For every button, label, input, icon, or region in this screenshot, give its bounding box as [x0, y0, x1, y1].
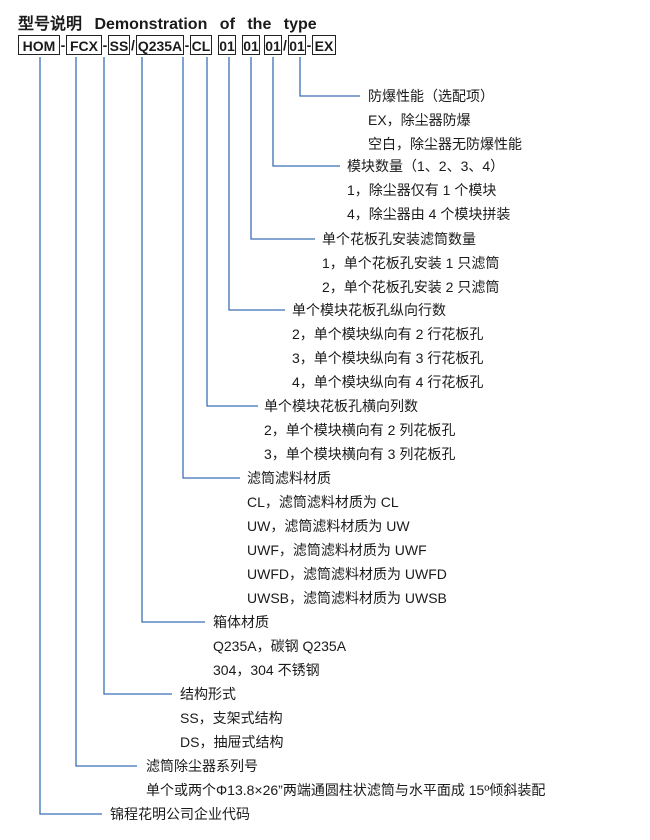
group-item: 4，单个模块纵向有 4 行花板孔: [292, 374, 484, 390]
group-label-cartridges: 单个花板孔安装滤筒数量: [322, 231, 476, 247]
code-segment-filter-material: CL: [190, 35, 212, 55]
code-segment-series: FCX: [66, 35, 102, 55]
connector-structure: [103, 57, 172, 695]
group-item: 空白，除尘器无防爆性能: [368, 136, 522, 152]
group-item: 单个或两个Φ13.8×26”两端通圆柱状滤筒与水平面成 15º倾斜装配: [146, 782, 546, 798]
group-item: 4，除尘器由 4 个模块拼装: [347, 206, 511, 222]
code-separator: -: [60, 37, 66, 53]
group-label-explosion-proof: 防爆性能（选配项）: [368, 88, 494, 104]
connector-filter-material: [182, 57, 240, 479]
code-segment-cartridges: 01: [264, 35, 282, 55]
connector-columns: [206, 57, 258, 407]
code-separator: -: [306, 37, 312, 53]
group-item: UW，滤筒滤料材质为 UW: [247, 518, 410, 534]
code-segment-rows: 01: [242, 35, 260, 55]
group-item: 304，304 不锈钢: [213, 662, 320, 678]
group-item: EX，除尘器防爆: [368, 112, 471, 128]
connector-box-material: [141, 57, 205, 623]
group-item: 2，单个模块横向有 2 列花板孔: [264, 422, 456, 438]
connector-company: [39, 57, 102, 815]
group-item: CL，滤筒滤料材质为 CL: [247, 494, 399, 510]
group-label-structure: 结构形式: [180, 686, 236, 702]
code-separator: /: [283, 37, 287, 53]
connector-series: [75, 57, 137, 767]
group-item: 2，单个花板孔安装 2 只滤筒: [322, 279, 500, 295]
code-segment-company: HOM: [18, 35, 60, 55]
code-separator: -: [184, 37, 190, 53]
code-separator: -: [102, 37, 108, 53]
group-item: UWSB，滤筒滤料材质为 UWSB: [247, 590, 447, 606]
group-item: 3，单个模块纵向有 3 行花板孔: [292, 350, 484, 366]
group-label-columns: 单个模块花板孔横向列数: [264, 398, 418, 414]
connector-cartridges: [250, 57, 315, 240]
group-label-rows: 单个模块花板孔纵向行数: [292, 302, 446, 318]
code-segment-box-material: Q235A: [136, 35, 184, 55]
group-item: 1，除尘器仅有 1 个模块: [347, 182, 497, 198]
connector-rows: [228, 57, 285, 311]
group-label-modules: 模块数量（1、2、3、4）: [347, 158, 505, 174]
code-segment-columns: 01: [218, 35, 236, 55]
group-item: 1，单个花板孔安装 1 只滤筒: [322, 255, 500, 271]
group-item: UWFD，滤筒滤料材质为 UWFD: [247, 566, 447, 582]
diagram-title: 型号说明 Demonstration of the type: [18, 16, 317, 33]
group-item: SS，支架式结构: [180, 710, 283, 726]
group-label-company: 锦程花明公司企业代码: [110, 806, 250, 822]
group-label-box-material: 箱体材质: [213, 614, 269, 630]
group-item: Q235A，碳钢 Q235A: [213, 638, 347, 654]
group-item: 3，单个模块横向有 3 列花板孔: [264, 446, 456, 462]
code-segment-modules: 01: [288, 35, 306, 55]
group-label-filter-material: 滤筒滤料材质: [247, 470, 331, 486]
group-label-series: 滤筒除尘器系列号: [146, 758, 258, 774]
code-separator: /: [131, 37, 135, 53]
code-segment-structure: SS: [108, 35, 130, 55]
connector-modules: [272, 57, 340, 167]
group-item: UWF，滤筒滤料材质为 UWF: [247, 542, 427, 558]
group-item: 2，单个模块纵向有 2 行花板孔: [292, 326, 484, 342]
code-segment-explosion-proof: EX: [312, 35, 336, 55]
group-item: DS，抽屉式结构: [180, 734, 284, 750]
connector-explosion-proof: [299, 57, 360, 97]
